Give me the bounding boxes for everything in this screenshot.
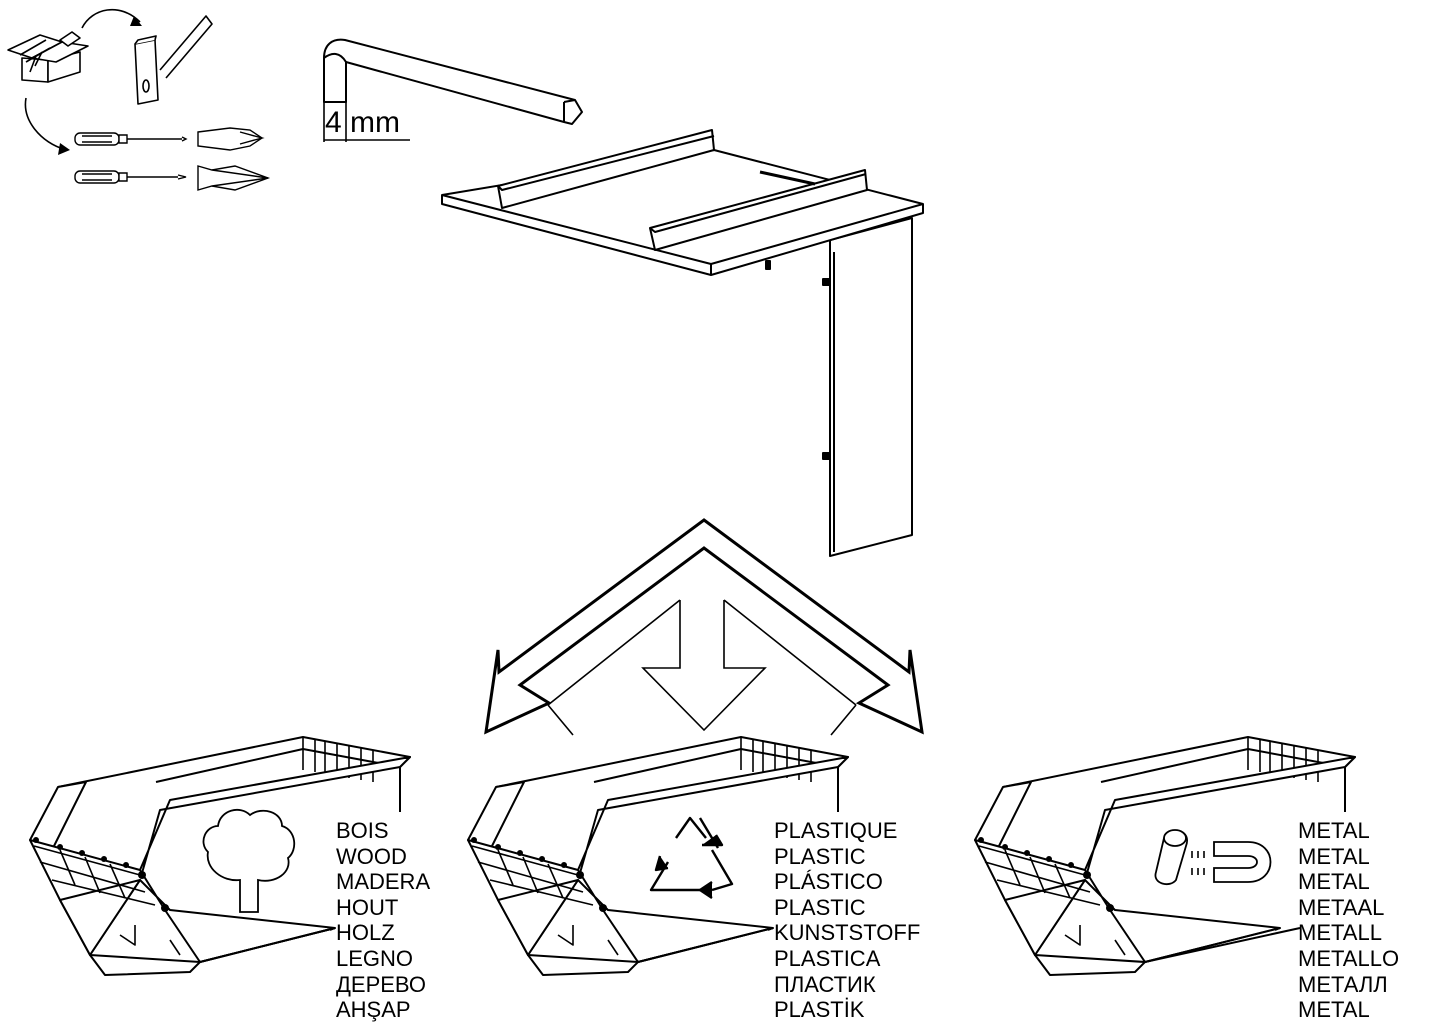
- wood-label: AHŞAP: [336, 997, 411, 1023]
- toolbox-icon: [8, 32, 88, 82]
- wood-label: MADERA: [336, 869, 431, 895]
- metal-label: METAL: [1298, 869, 1370, 895]
- metal-label: МЕТАЛЛ: [1298, 971, 1388, 997]
- metal-label: METAL: [1298, 843, 1370, 869]
- flathead-screwdriver-icon: [75, 128, 262, 150]
- plastic-label: PLASTIC: [774, 843, 866, 869]
- wood-label: BOIS: [336, 818, 389, 843]
- tree-icon: [203, 810, 294, 912]
- curved-arrow-icon: [25, 98, 66, 150]
- wood-label: HOLZ: [336, 920, 395, 946]
- metal-labels: METAL METAL METAL METAAL METALL METALLO …: [1298, 818, 1399, 1023]
- plastic-label: PLASTIQUE: [774, 818, 898, 843]
- plastic-label: KUNSTSTOFF: [774, 920, 921, 946]
- phillips-screwdriver-icon: [75, 166, 268, 190]
- wood-label: HOUT: [336, 894, 399, 920]
- wood-label: WOOD: [336, 843, 407, 869]
- distribution-arrows: [486, 520, 922, 735]
- magnet-icon: [1155, 830, 1270, 884]
- metal-label: METAL: [1298, 818, 1370, 843]
- hex-key-size-label: 4 mm: [325, 106, 400, 139]
- metal-label: METAAL: [1298, 894, 1385, 920]
- hex-key-icon: [324, 40, 582, 124]
- recycle-icon: [651, 818, 732, 898]
- wood-label: ДЕРЕВО: [336, 971, 426, 997]
- plastic-label: PLASTIC: [774, 894, 866, 920]
- hammer-icon: [135, 16, 212, 104]
- dimension-lines: [324, 102, 410, 142]
- metal-label: METALLO: [1298, 945, 1400, 971]
- wood-labels: BOIS WOOD MADERA HOUT HOLZ LEGNO ДЕРЕВО …: [336, 818, 430, 1023]
- furniture-assembly: [442, 130, 923, 556]
- plastic-label: ПЛАСТИК: [774, 971, 876, 997]
- plastic-label: PLASTİK: [774, 997, 865, 1023]
- wood-label: LEGNO: [336, 945, 414, 971]
- metal-label: METALL: [1298, 920, 1382, 946]
- metal-label: METAL: [1298, 997, 1370, 1023]
- plastic-labels: PLASTIQUE PLASTIC PLÁSTICO PLASTIC KUNST…: [774, 818, 920, 1023]
- plastic-label: PLASTICA: [774, 945, 881, 971]
- plastic-label: PLÁSTICO: [774, 869, 883, 895]
